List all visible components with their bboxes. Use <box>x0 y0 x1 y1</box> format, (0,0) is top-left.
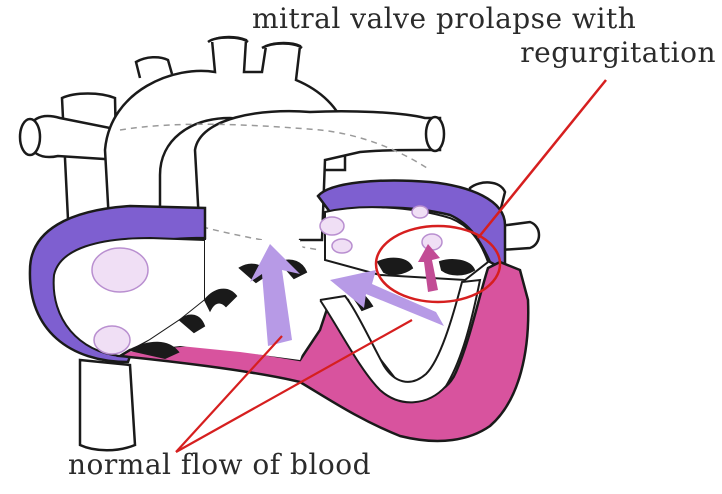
label-normal-flow: normal flow of blood <box>68 448 371 481</box>
label-mvp-line2: regurgitation <box>520 36 716 69</box>
label-mvp-line1: mitral valve prolapse with <box>252 2 636 35</box>
mvp-leader-line <box>478 80 606 238</box>
